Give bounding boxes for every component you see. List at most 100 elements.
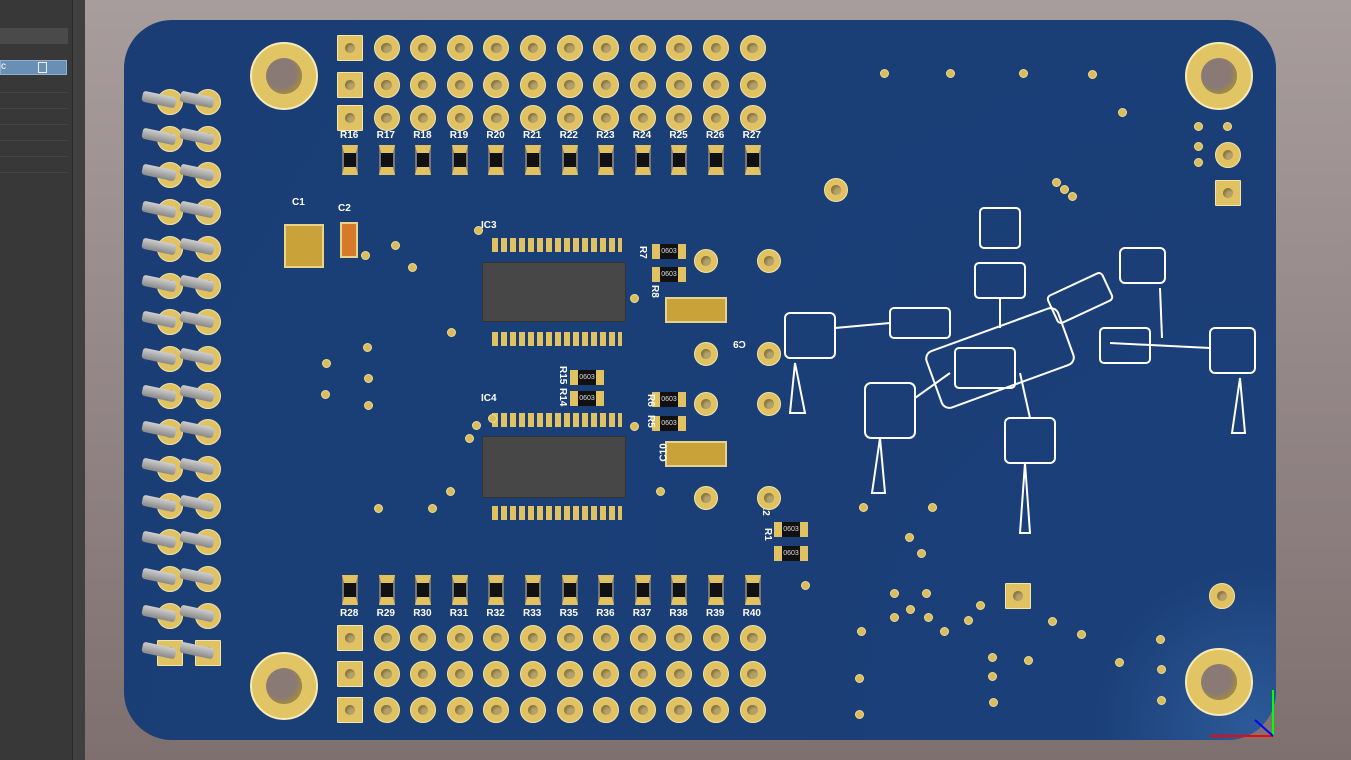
grid-pad[interactable] — [666, 661, 693, 687]
through-hole-pad[interactable] — [757, 342, 781, 366]
grid-pad[interactable] — [703, 72, 729, 98]
grid-pad[interactable] — [373, 35, 400, 61]
grid-pad[interactable] — [666, 35, 693, 61]
tree-row[interactable] — [0, 92, 68, 93]
grid-pad[interactable] — [410, 35, 437, 61]
grid-pad[interactable] — [337, 35, 363, 61]
grid-pad[interactable] — [556, 105, 583, 131]
tree-row[interactable] — [0, 172, 68, 173]
through-hole-pad[interactable] — [824, 178, 848, 202]
grid-pad[interactable] — [593, 72, 620, 98]
grid-pad[interactable] — [520, 35, 546, 61]
grid-pad[interactable] — [483, 105, 510, 131]
grid-pad[interactable] — [520, 625, 546, 651]
grid-pad[interactable] — [446, 105, 473, 131]
grid-pad[interactable] — [483, 35, 510, 61]
selected-tree-item[interactable]: c — [0, 60, 67, 75]
through-hole-pad[interactable] — [757, 392, 781, 416]
grid-pad[interactable] — [446, 625, 473, 651]
grid-pad[interactable] — [337, 625, 363, 651]
grid-pad[interactable] — [629, 625, 656, 651]
grid-pad[interactable] — [593, 625, 620, 651]
grid-pad[interactable] — [629, 72, 656, 98]
grid-pad[interactable] — [629, 105, 656, 131]
grid-pad[interactable] — [739, 625, 766, 651]
grid-pad[interactable] — [593, 35, 620, 61]
through-hole-pad[interactable] — [694, 392, 718, 416]
grid-pad[interactable] — [629, 697, 656, 723]
grid-pad[interactable] — [666, 105, 693, 131]
via — [1068, 192, 1077, 201]
grid-pad[interactable] — [593, 661, 620, 687]
through-hole-pad[interactable] — [694, 342, 718, 366]
square-pad[interactable] — [1005, 583, 1031, 609]
grid-pad[interactable] — [703, 35, 729, 61]
panel-splitter[interactable] — [72, 0, 85, 760]
grid-pad[interactable] — [410, 625, 437, 651]
grid-pad[interactable] — [446, 35, 473, 61]
grid-pad[interactable] — [739, 105, 766, 131]
grid-pad[interactable] — [520, 72, 546, 98]
grid-pad[interactable] — [739, 697, 766, 723]
through-hole-pad[interactable] — [1215, 142, 1241, 168]
panel-search-bar[interactable] — [0, 28, 68, 44]
square-pad[interactable] — [1215, 180, 1241, 206]
grid-pad[interactable] — [373, 105, 400, 131]
grid-pad[interactable] — [629, 35, 656, 61]
grid-pad[interactable] — [556, 35, 583, 61]
grid-pad[interactable] — [483, 72, 510, 98]
grid-pad[interactable] — [483, 625, 510, 651]
grid-pad[interactable] — [373, 697, 400, 723]
grid-pad[interactable] — [593, 105, 620, 131]
grid-pad[interactable] — [410, 661, 437, 687]
grid-pad[interactable] — [337, 105, 363, 131]
tree-row[interactable] — [0, 108, 68, 109]
grid-pad[interactable] — [703, 661, 729, 687]
grid-pad[interactable] — [337, 72, 363, 98]
through-hole-pad[interactable] — [757, 486, 781, 510]
grid-pad[interactable] — [446, 697, 473, 723]
grid-pad[interactable] — [556, 697, 583, 723]
grid-pad[interactable] — [556, 72, 583, 98]
grid-pad[interactable] — [666, 625, 693, 651]
grid-pad[interactable] — [373, 625, 400, 651]
grid-pad[interactable] — [629, 661, 656, 687]
via — [1194, 158, 1203, 167]
grid-pad[interactable] — [556, 625, 583, 651]
through-hole-pad[interactable] — [757, 249, 781, 273]
grid-pad[interactable] — [703, 105, 729, 131]
through-hole-pad[interactable] — [694, 249, 718, 273]
grid-pad[interactable] — [446, 72, 473, 98]
grid-pad[interactable] — [373, 661, 400, 687]
grid-pad[interactable] — [483, 697, 510, 723]
grid-pad[interactable] — [666, 697, 693, 723]
grid-pad[interactable] — [520, 697, 546, 723]
grid-pad[interactable] — [703, 625, 729, 651]
via — [364, 374, 373, 383]
grid-pad[interactable] — [410, 72, 437, 98]
tree-row[interactable] — [0, 140, 68, 141]
tree-row[interactable] — [0, 124, 68, 125]
through-hole-pad[interactable] — [694, 486, 718, 510]
grid-pad[interactable] — [373, 72, 400, 98]
grid-pad[interactable] — [520, 105, 546, 131]
grid-pad[interactable] — [703, 697, 729, 723]
grid-pad[interactable] — [410, 697, 437, 723]
through-hole-pad[interactable] — [1209, 583, 1235, 609]
grid-pad[interactable] — [556, 661, 583, 687]
grid-pad[interactable] — [739, 661, 766, 687]
tree-row[interactable] — [0, 156, 68, 157]
grid-pad[interactable] — [666, 72, 693, 98]
via — [1194, 142, 1203, 151]
grid-pad[interactable] — [520, 661, 546, 687]
grid-pad[interactable] — [446, 661, 473, 687]
grid-pad[interactable] — [739, 35, 766, 61]
grid-pad[interactable] — [593, 697, 620, 723]
grid-pad[interactable] — [337, 697, 363, 723]
grid-pad[interactable] — [410, 105, 437, 131]
capacitor-label: C2 — [338, 203, 351, 214]
grid-pad[interactable] — [483, 661, 510, 687]
grid-pad[interactable] — [337, 661, 363, 687]
grid-pad[interactable] — [739, 72, 766, 98]
